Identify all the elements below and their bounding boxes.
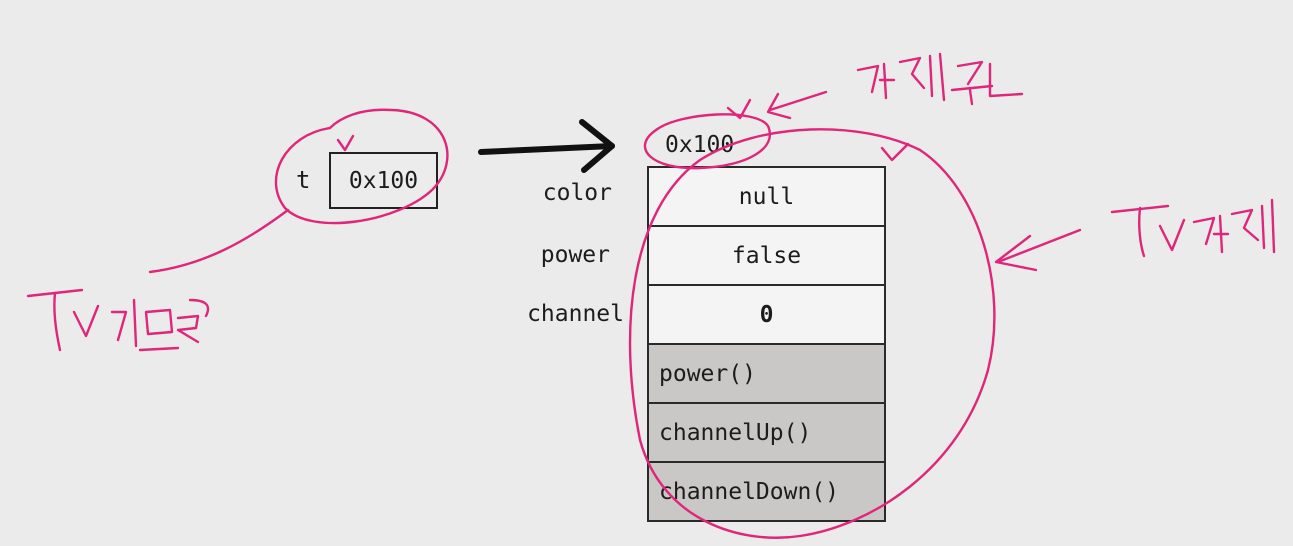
method-channel-down: channelDown(): [649, 463, 884, 520]
field-value-channel: 0: [649, 286, 884, 345]
pointer-arrow: [478, 119, 615, 173]
field-value-text: 0: [759, 301, 774, 328]
method-text: channelDown(): [659, 478, 840, 505]
tv-object-handwriting: [1110, 198, 1276, 258]
method-text: channelUp(): [659, 419, 812, 446]
reference-leader-line: [148, 208, 290, 274]
object-address: 0x100: [665, 132, 735, 158]
field-value-text: null: [738, 183, 795, 210]
address-check-mark: [726, 98, 752, 120]
object-address-handwriting: [856, 52, 1024, 106]
object-memory-table: null false 0 power() channelUp() channel…: [647, 166, 886, 522]
field-value-text: false: [731, 242, 802, 269]
reference-variable-name: t: [296, 166, 311, 194]
method-power: power(): [649, 345, 884, 404]
field-value-color: null: [649, 168, 884, 227]
address-pointer-arrow: [768, 90, 828, 112]
object-pointer-arrow: [996, 228, 1082, 264]
method-channel-up: channelUp(): [649, 404, 884, 463]
reference-value: 0x100: [348, 167, 419, 194]
method-text: power(): [659, 360, 756, 387]
reference-check-mark: [336, 134, 355, 152]
field-label-color: color: [542, 180, 612, 206]
field-value-power: false: [649, 227, 884, 286]
tv-remote-handwriting: [26, 288, 210, 352]
field-label-power: power: [540, 242, 610, 268]
reference-value-box: 0x100: [329, 152, 438, 209]
field-label-channel: channel: [527, 301, 624, 327]
object-check-mark: [880, 142, 910, 162]
